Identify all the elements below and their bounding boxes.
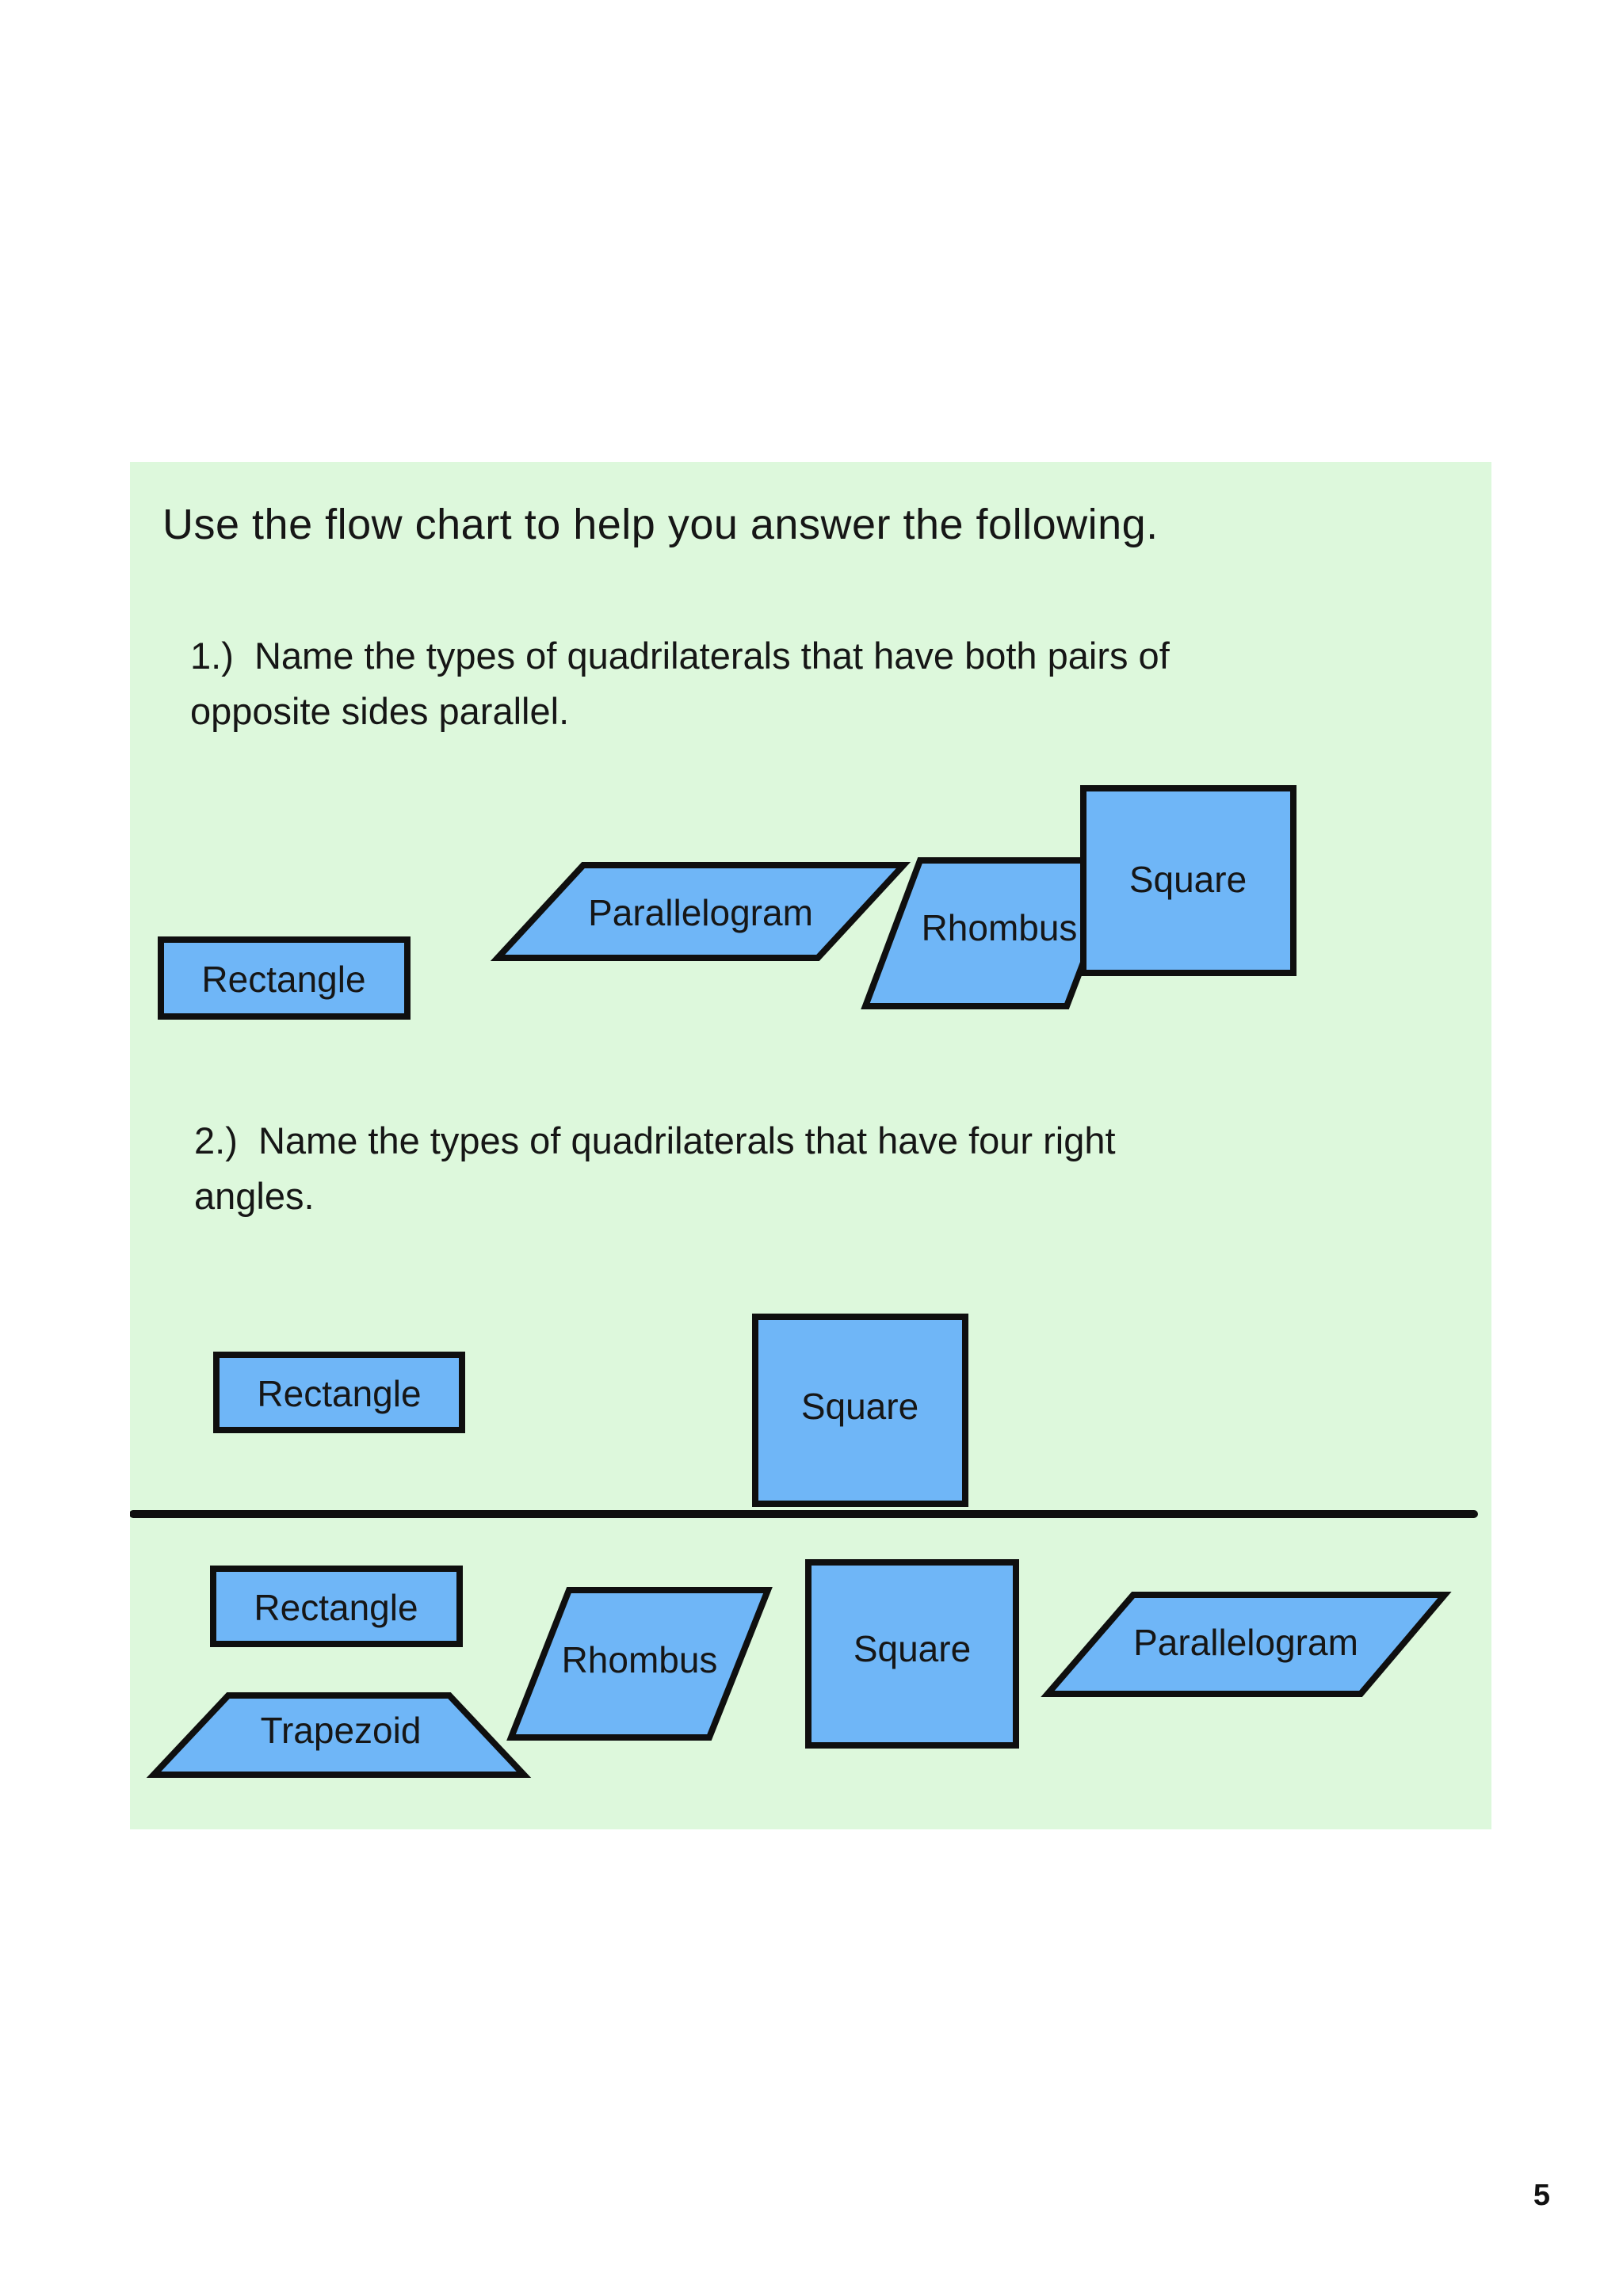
answer2-rectangle-label: Rectangle [257, 1373, 421, 1414]
shapes-canvas: Rectangle Parallelogram Rhombus Square R… [130, 785, 1478, 1778]
answer1-square-shape [1080, 785, 1296, 976]
question-2: 2.) Name the types of quadrilaterals tha… [194, 1113, 1116, 1224]
bank-square-shape [805, 1559, 1019, 1749]
answer2-square-label: Square [801, 1386, 918, 1427]
question-2-line-2: angles. [194, 1175, 315, 1217]
bank-trapezoid-label: Trapezoid [261, 1710, 422, 1751]
answer1-square-label: Square [1129, 859, 1247, 900]
bank-parallelogram-shape [1041, 1592, 1452, 1697]
bank-rhombus-label: Rhombus [562, 1639, 718, 1680]
page-title: Use the flow chart to help you answer th… [162, 501, 1159, 548]
answer1-parallelogram-label: Parallelogram [588, 892, 813, 933]
answer2-rectangle-shape [213, 1352, 465, 1433]
bank-square-label: Square [854, 1628, 971, 1669]
bank-trapezoid-shape [146, 1692, 532, 1778]
question-2-line-1: 2.) Name the types of quadrilaterals tha… [194, 1119, 1116, 1161]
answer1-rectangle-label: Rectangle [201, 959, 365, 1000]
page-number: 5 [1533, 2179, 1550, 2212]
answer1-rectangle-shape [158, 936, 411, 1020]
bank-rectangle-label: Rectangle [254, 1587, 418, 1628]
question-1-line-2: opposite sides parallel. [190, 690, 570, 732]
bank-rhombus-shape [506, 1587, 773, 1741]
bank-rectangle-shape [210, 1566, 463, 1647]
bank-parallelogram-label: Parallelogram [1133, 1622, 1358, 1663]
answer1-rhombus-label: Rhombus [922, 907, 1078, 948]
worksheet-green-panel: Use the flow chart to help you answer th… [130, 462, 1491, 1829]
question-1: 1.) Name the types of quadrilaterals tha… [190, 628, 1170, 739]
answer2-square-shape [752, 1314, 968, 1507]
answer1-parallelogram-shape [490, 862, 911, 961]
question-1-line-1: 1.) Name the types of quadrilaterals tha… [190, 635, 1170, 677]
